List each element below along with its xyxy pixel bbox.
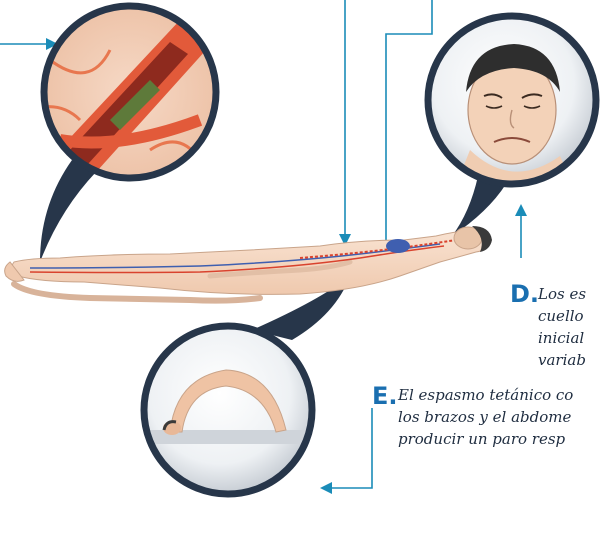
callout-d-line: inicial	[538, 327, 586, 349]
arrowhead-d	[515, 204, 527, 216]
callout-d-line: cuello	[538, 305, 586, 327]
callout-e-line: producir un paro resp	[398, 428, 573, 450]
callout-d-line: Los es	[538, 283, 586, 305]
leader-arrow-right	[386, 0, 432, 242]
stem-top-left	[40, 160, 96, 262]
inset-opisthotonus	[144, 326, 312, 494]
callout-d-line: variab	[538, 349, 586, 371]
leader-arrow-e	[330, 408, 372, 488]
callout-text-d: Los es cuello inicial variab	[538, 283, 586, 371]
callout-e-line: El espasmo tetánico co	[398, 384, 573, 406]
inset-face	[428, 16, 596, 200]
callout-letter-e: E.	[372, 382, 398, 410]
arrowhead-e	[320, 482, 332, 494]
callout-e-line: los brazos y el abdome	[398, 406, 573, 428]
heart-shape	[386, 239, 410, 253]
body-silhouette	[12, 230, 489, 295]
inset-artery	[30, 6, 216, 190]
callout-text-e: El espasmo tetánico co los brazos y el a…	[398, 384, 573, 450]
reclining-body	[5, 226, 492, 301]
callout-letter-d: D.	[510, 280, 539, 308]
